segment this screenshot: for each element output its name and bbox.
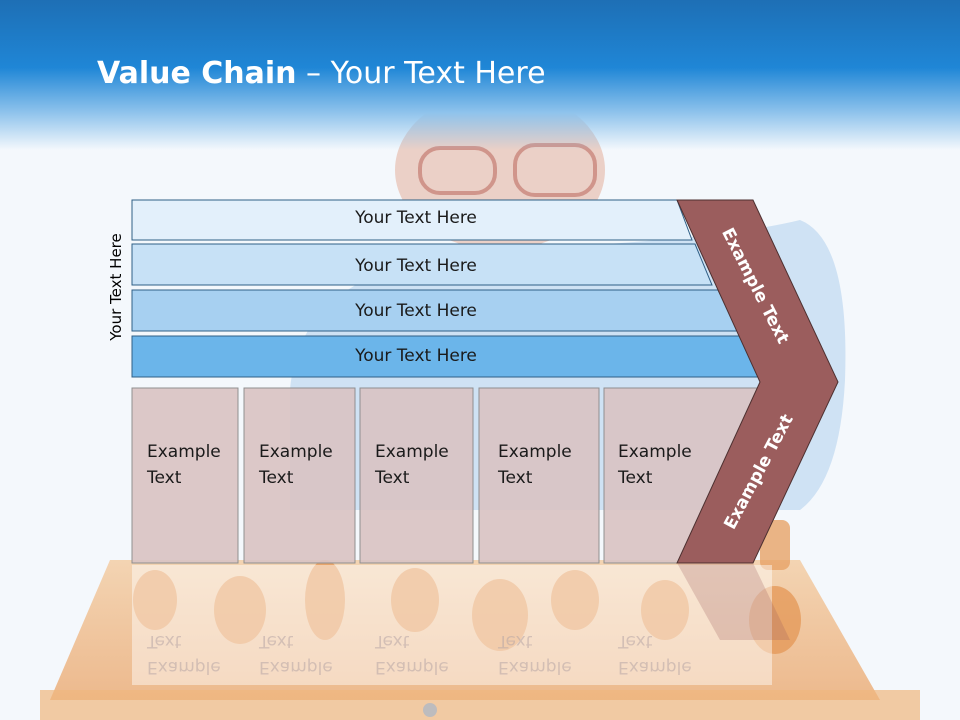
box-1-shape[interactable] — [131, 387, 239, 564]
chevron-arrow[interactable] — [676, 199, 839, 564]
row-2-shape[interactable] — [131, 243, 713, 286]
title-rest: – Your Text Here — [296, 56, 546, 91]
box-2-shape[interactable] — [243, 387, 356, 564]
page-title: Value Chain – Your Text Here — [97, 56, 546, 91]
header-band — [0, 0, 960, 150]
row-4-label: Your Text Here — [355, 346, 477, 366]
row-3-label: Your Text Here — [355, 301, 477, 321]
row-2-label: Your Text Here — [355, 256, 477, 276]
row-1-label: Your Text Here — [355, 208, 477, 228]
row-1-shape[interactable] — [131, 199, 693, 241]
title-bold: Value Chain — [97, 56, 297, 91]
reflection-band — [132, 565, 772, 685]
box-3-shape[interactable] — [359, 387, 474, 564]
box-4-shape[interactable] — [478, 387, 600, 564]
chevron-reflection — [677, 563, 790, 640]
